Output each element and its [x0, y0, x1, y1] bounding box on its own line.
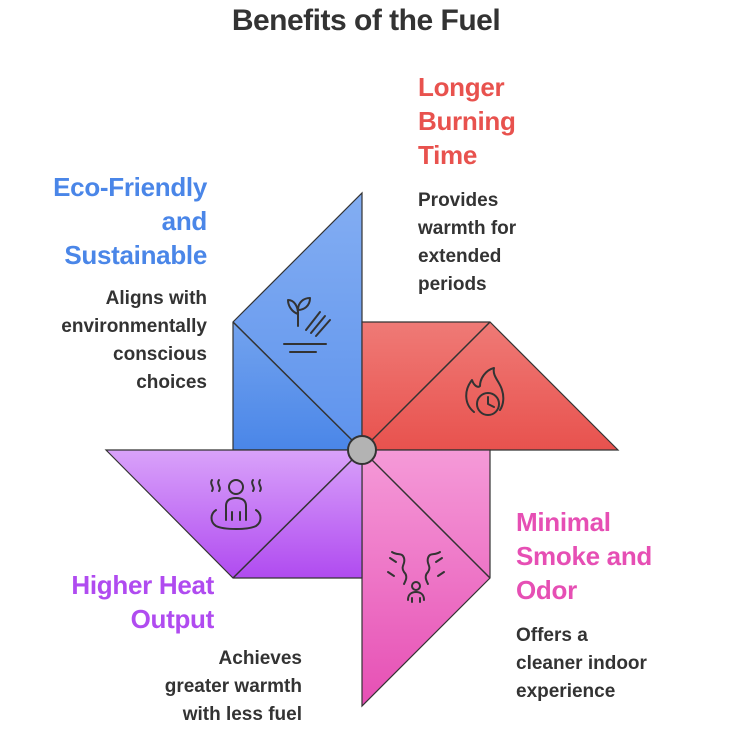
benefit-heading-eco-friendly: Eco-Friendly and Sustainable [53, 172, 207, 270]
blade-higher-heat [104, 449, 363, 579]
smoke-person-icon [387, 551, 445, 603]
page-title: Benefits of the Fuel [231, 4, 501, 37]
flame-clock-icon [465, 367, 505, 416]
person-heat-icon [210, 479, 262, 530]
benefit-heading-minimal-smoke: Minimal Smoke and Odor [516, 507, 653, 605]
benefit-description-minimal-smoke: Offers a cleaner indoor experience [516, 625, 647, 702]
benefit-heading-higher-heat: Higher Heat Output [71, 570, 214, 634]
blade-longer-burning [361, 321, 620, 451]
benefit-description-longer-burning: Provides warmth for extended periods [418, 190, 517, 295]
benefit-description-eco-friendly: Aligns with environmentally conscious ch… [61, 288, 207, 393]
pinwheel-hub [347, 435, 377, 465]
plant-hand-icon [283, 297, 331, 353]
benefit-description-higher-heat: Achieves greater warmth with less fuel [164, 648, 302, 725]
benefit-heading-longer-burning: Longer Burning Time [418, 72, 516, 170]
